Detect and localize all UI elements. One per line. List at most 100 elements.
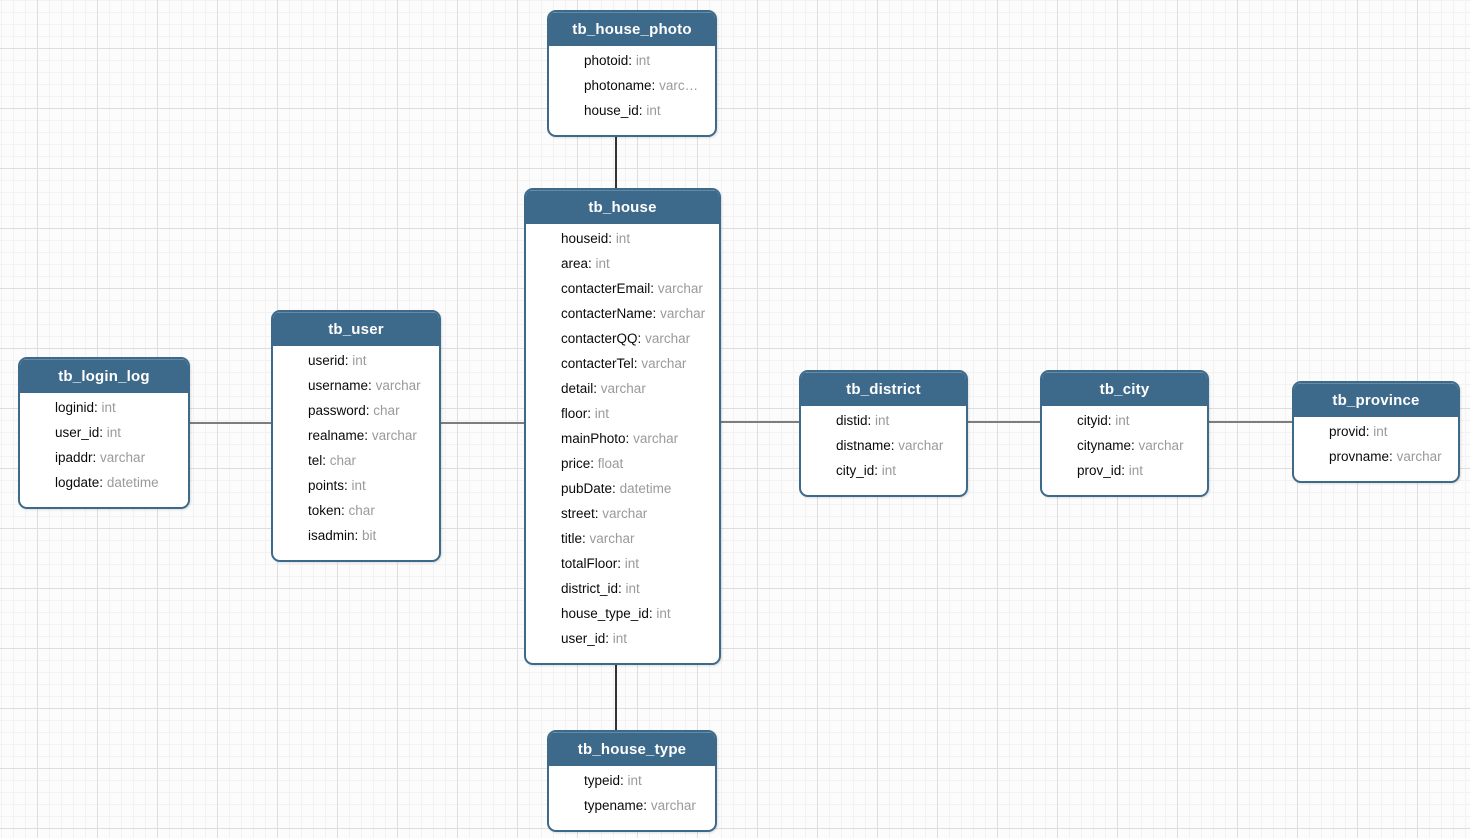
field-name: floor: [561, 406, 592, 421]
field-name: contacterTel: [561, 356, 638, 371]
field-row[interactable]: district_id: int [526, 576, 719, 601]
field-row[interactable]: prov_id: int [1042, 458, 1207, 483]
field-row[interactable]: house_type_id: int [526, 601, 719, 626]
field-type: varchar [589, 531, 635, 546]
field-name: points: [308, 478, 348, 493]
field-row[interactable]: house_id: int [549, 98, 715, 123]
field-row[interactable]: user_id: int [20, 420, 188, 445]
field-row[interactable]: realname: varchar [273, 423, 439, 448]
field-name: ipaddr: [55, 450, 97, 465]
field-type: varchar [375, 378, 421, 393]
field-type: int [881, 463, 897, 478]
field-row[interactable]: username: varchar [273, 373, 439, 398]
field-row[interactable]: password: char [273, 398, 439, 423]
field-row[interactable]: distid: int [801, 408, 966, 433]
connector-tb_house-tb_district[interactable] [720, 421, 801, 423]
connector-tb_user-tb_house[interactable] [440, 422, 526, 424]
field-type: varchar [602, 506, 648, 521]
field-row[interactable]: points: int [273, 473, 439, 498]
field-row[interactable]: tel: char [273, 448, 439, 473]
field-type: int [1115, 413, 1130, 428]
field-row[interactable]: floor: int [526, 401, 719, 426]
table-header[interactable]: tb_house_photo [549, 12, 715, 46]
field-row[interactable]: ipaddr: varchar [20, 445, 188, 470]
field-type: varchar [898, 438, 944, 453]
table-header[interactable]: tb_house_type [549, 732, 715, 766]
table-header[interactable]: tb_user [273, 312, 439, 346]
table-header[interactable]: tb_house [526, 190, 719, 224]
connector-tb_house-tb_house_type[interactable] [615, 664, 617, 732]
field-row[interactable]: loginid: int [20, 395, 188, 420]
field-row[interactable]: provid: int [1294, 419, 1458, 444]
field-type: bit [362, 528, 377, 543]
field-type: int [612, 631, 628, 646]
field-name: provid: [1329, 424, 1370, 439]
field-name: detail: [561, 381, 598, 396]
field-row[interactable]: user_id: int [526, 626, 719, 651]
field-type: varchar [100, 450, 146, 465]
table-title: tb_district [846, 380, 921, 398]
field-row[interactable]: cityid: int [1042, 408, 1207, 433]
field-name: username: [308, 378, 372, 393]
field-type: varchar [641, 356, 687, 371]
field-row[interactable]: totalFloor: int [526, 551, 719, 576]
connector-tb_login_log-tb_user[interactable] [189, 422, 273, 424]
field-type: varchar [1138, 438, 1184, 453]
field-row[interactable]: city_id: int [801, 458, 966, 483]
field-type: int [594, 406, 610, 421]
field-row[interactable]: street: varchar [526, 501, 719, 526]
field-row[interactable]: token: char [273, 498, 439, 523]
connector-tb_city-tb_province[interactable] [1207, 421, 1294, 423]
table-header[interactable]: tb_district [801, 372, 966, 406]
table-header[interactable]: tb_city [1042, 372, 1207, 406]
field-name: distid: [836, 413, 872, 428]
connector-tb_house_photo-tb_house[interactable] [615, 132, 617, 190]
field-row[interactable]: typeid: int [549, 768, 715, 793]
field-row[interactable]: photoname: varc… [549, 73, 715, 98]
field-name: password: [308, 403, 370, 418]
field-row[interactable]: houseid: int [526, 226, 719, 251]
field-row[interactable]: cityname: varchar [1042, 433, 1207, 458]
field-type: int [352, 353, 367, 368]
field-row[interactable]: distname: varchar [801, 433, 966, 458]
field-type: varchar [650, 798, 696, 813]
field-row[interactable]: contacterQQ: varchar [526, 326, 719, 351]
field-row[interactable]: price: float [526, 451, 719, 476]
field-row[interactable]: provname: varchar [1294, 444, 1458, 469]
field-name: house_id: [584, 103, 643, 118]
table-header[interactable]: tb_province [1294, 383, 1458, 417]
field-type: int [635, 53, 651, 68]
field-row[interactable]: contacterTel: varchar [526, 351, 719, 376]
field-name: distname: [836, 438, 895, 453]
field-row[interactable]: isadmin: bit [273, 523, 439, 548]
field-row[interactable]: contacterEmail: varchar [526, 276, 719, 301]
field-row[interactable]: contacterName: varchar [526, 301, 719, 326]
field-type: varchar [657, 281, 703, 296]
field-row[interactable]: userid: int [273, 348, 439, 373]
field-row[interactable]: title: varchar [526, 526, 719, 551]
field-row[interactable]: mainPhoto: varchar [526, 426, 719, 451]
field-row[interactable]: pubDate: datetime [526, 476, 719, 501]
field-row[interactable]: area: int [526, 251, 719, 276]
table-header[interactable]: tb_login_log [20, 359, 188, 393]
field-name: district_id: [561, 581, 622, 596]
field-row[interactable]: typename: varchar [549, 793, 715, 818]
field-type: char [348, 503, 375, 518]
field-row[interactable]: photoid: int [549, 48, 715, 73]
field-name: isadmin: [308, 528, 359, 543]
field-row[interactable]: detail: varchar [526, 376, 719, 401]
field-type: varchar [600, 381, 646, 396]
field-row[interactable]: logdate: datetime [20, 470, 188, 495]
field-name: contacterName: [561, 306, 657, 321]
connector-tb_district-tb_city[interactable] [966, 421, 1042, 423]
